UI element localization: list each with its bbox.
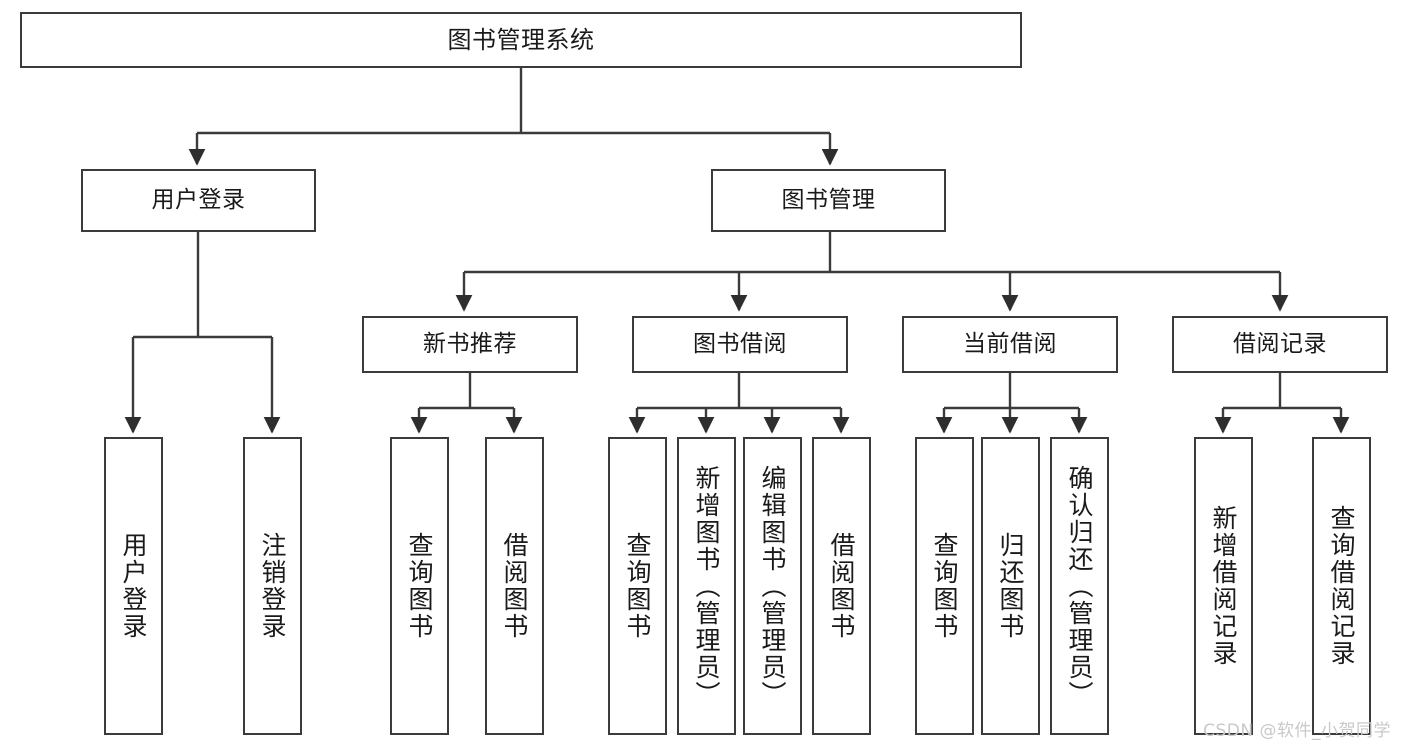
node-current-borrow[interactable]: 当前借阅 xyxy=(902,316,1118,373)
node-label: 用户登录 xyxy=(119,532,148,640)
leaf-newbook-query-book[interactable]: 查询图书 xyxy=(390,437,449,735)
node-label: 查询借阅记录 xyxy=(1327,505,1356,667)
node-label: 编辑图书（管理员） xyxy=(758,464,787,708)
node-label: 查询图书 xyxy=(405,532,434,640)
leaf-bookborrow-query-book[interactable]: 查询图书 xyxy=(608,437,667,735)
leaf-currentborrow-return-book[interactable]: 归还图书 xyxy=(981,437,1040,735)
node-label: 用户登录 xyxy=(151,186,246,213)
node-label: 归还图书 xyxy=(996,532,1025,640)
node-book-borrow[interactable]: 图书借阅 xyxy=(632,316,848,373)
leaf-bookborrow-edit-book-admin[interactable]: 编辑图书（管理员） xyxy=(743,437,802,735)
leaf-record-query-borrow-record[interactable]: 查询借阅记录 xyxy=(1312,437,1371,735)
leaf-currentborrow-query-book[interactable]: 查询图书 xyxy=(915,437,974,735)
node-label: 新增借阅记录 xyxy=(1209,505,1238,667)
node-label: 图书管理系统 xyxy=(447,25,595,54)
node-label: 借阅记录 xyxy=(1233,330,1327,357)
node-root-system[interactable]: 图书管理系统 xyxy=(20,12,1022,68)
node-new-book-recommend[interactable]: 新书推荐 xyxy=(362,316,578,373)
node-label: 查询图书 xyxy=(623,532,652,640)
leaf-user-login[interactable]: 用户登录 xyxy=(104,437,163,735)
node-label: 图书借阅 xyxy=(693,330,787,357)
node-label: 当前借阅 xyxy=(963,330,1057,357)
leaf-logout[interactable]: 注销登录 xyxy=(243,437,302,735)
leaf-currentborrow-confirm-return-admin[interactable]: 确认归还（管理员） xyxy=(1050,437,1109,735)
leaf-bookborrow-add-book-admin[interactable]: 新增图书（管理员） xyxy=(677,437,736,735)
node-label: 确认归还（管理员） xyxy=(1065,464,1094,708)
leaf-bookborrow-borrow-book[interactable]: 借阅图书 xyxy=(812,437,871,735)
node-label: 新书推荐 xyxy=(423,330,517,357)
leaf-newbook-borrow-book[interactable]: 借阅图书 xyxy=(485,437,544,735)
node-book-management[interactable]: 图书管理 xyxy=(711,169,946,232)
node-borrow-record[interactable]: 借阅记录 xyxy=(1172,316,1388,373)
node-label: 新增图书（管理员） xyxy=(692,464,721,708)
node-label: 查询图书 xyxy=(930,532,959,640)
node-label: 图书管理 xyxy=(781,186,876,213)
csdn-watermark: CSDN @软件_小贺同学 xyxy=(1203,721,1391,741)
node-label: 注销登录 xyxy=(258,532,287,640)
leaf-record-add-borrow-record[interactable]: 新增借阅记录 xyxy=(1194,437,1253,735)
node-label: 借阅图书 xyxy=(827,532,856,640)
node-label: 借阅图书 xyxy=(500,532,529,640)
node-user-login[interactable]: 用户登录 xyxy=(81,169,316,232)
